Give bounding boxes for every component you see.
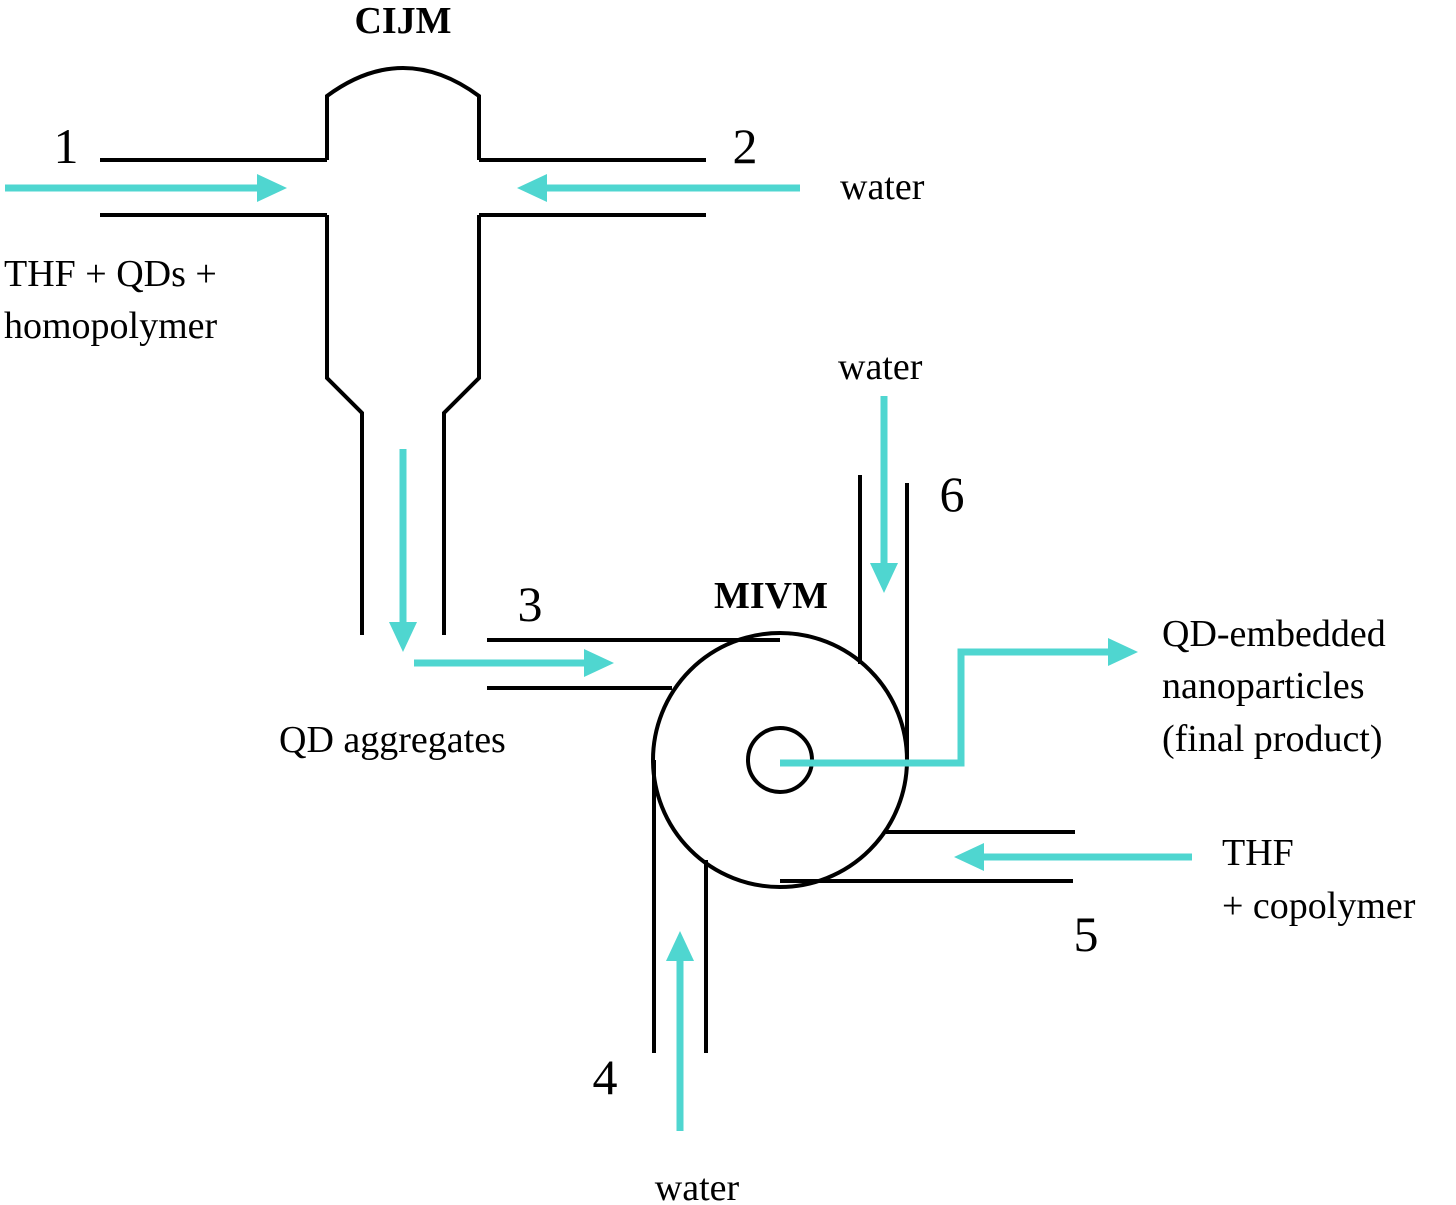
flow-arrow-product — [780, 638, 1138, 767]
stream4-number: 4 — [593, 1049, 618, 1105]
product-label-line3: (final product) — [1162, 718, 1383, 760]
stream6-number: 6 — [940, 466, 965, 522]
cijm-label: CIJM — [354, 0, 451, 42]
mivm-mixer — [487, 475, 1075, 1053]
stream3-number: 3 — [518, 576, 543, 632]
flow-arrows — [5, 174, 1192, 1131]
inlet4-label: water — [655, 1167, 740, 1205]
flow-arrow-cijm-outlet — [389, 449, 417, 652]
cijm-chamber-left-wall — [325, 215, 364, 635]
flow-arrow-stream6 — [870, 396, 898, 593]
cijm-mixer — [100, 66, 706, 635]
cijm-dome — [325, 66, 481, 160]
stream2-number: 2 — [733, 118, 758, 174]
stream5-number: 5 — [1074, 906, 1099, 962]
inlet1-label-line1: THF + QDs + — [4, 253, 217, 295]
product-label-line2: nanoparticles — [1162, 665, 1365, 707]
cijm-chamber-right-wall — [442, 215, 481, 635]
inlet5-label-line1: THF — [1222, 832, 1294, 874]
flow-arrow-stream3 — [414, 649, 614, 677]
flow-arrow-stream2 — [517, 174, 800, 202]
mivm-label: MIVM — [714, 575, 828, 617]
inlet2-label: water — [840, 166, 925, 208]
product-label-line1: QD-embedded — [1162, 613, 1386, 655]
flow-arrow-stream4 — [666, 931, 694, 1131]
labels: CIJM MIVM 1 2 3 6 5 4 THF + QDs + homopo… — [4, 0, 1416, 1205]
inlet6-label: water — [838, 346, 923, 388]
inlet1-label-line2: homopolymer — [4, 305, 218, 347]
aggregates-label: QD aggregates — [279, 719, 506, 761]
stream1-number: 1 — [54, 118, 79, 174]
flow-arrow-stream5 — [954, 843, 1192, 871]
inlet5-label-line2: + copolymer — [1222, 885, 1416, 927]
flow-arrow-stream1 — [5, 174, 287, 202]
